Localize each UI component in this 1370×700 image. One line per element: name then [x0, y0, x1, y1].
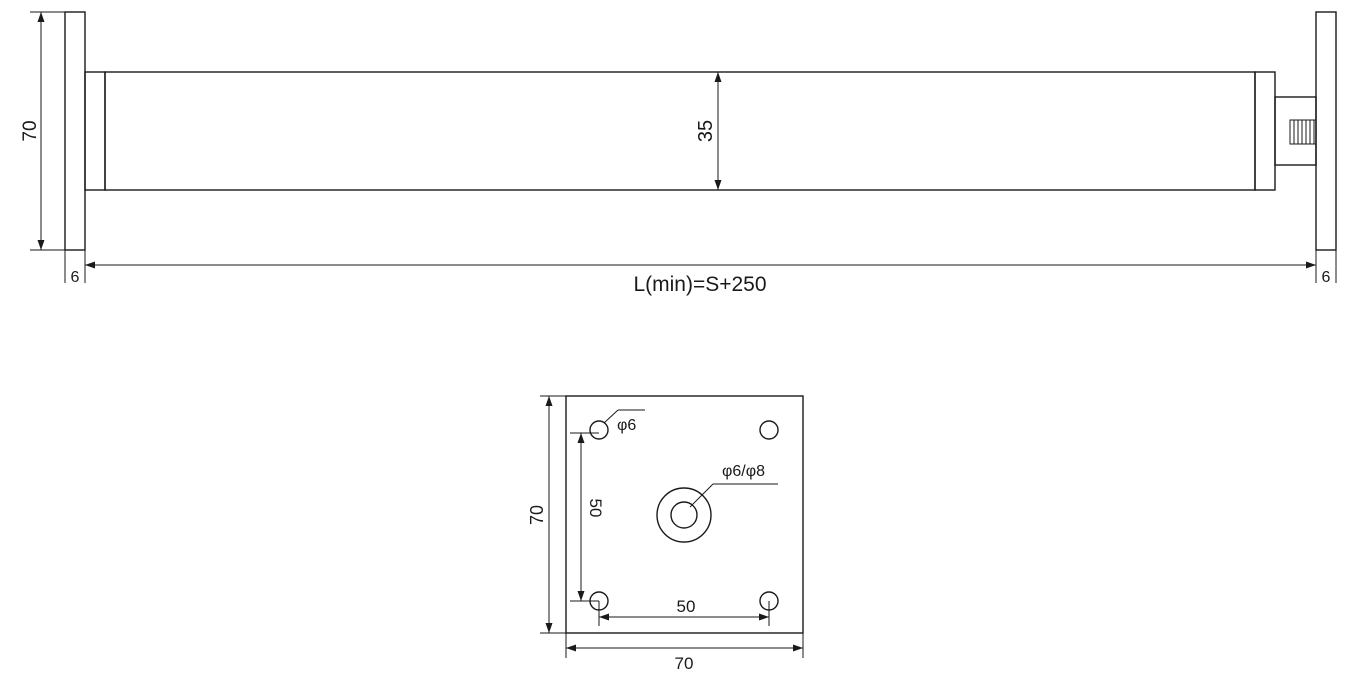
hole-top-left	[589, 420, 609, 440]
plate-outline	[565, 395, 804, 634]
left-plate-thickness-label: 6	[71, 269, 80, 286]
right-mounting-plate	[1315, 11, 1337, 251]
plate-view: φ6 φ6/φ8 70 50 50	[527, 395, 804, 673]
corner-hole-label: φ6	[617, 417, 636, 434]
height-label: 70	[20, 120, 41, 141]
hole-vertical-spacing-label: 50	[586, 499, 605, 518]
plate-height-label: 70	[527, 505, 547, 525]
hole-horizontal-spacing-dimension: 50	[598, 597, 770, 626]
hole-top-right	[759, 420, 779, 440]
corner-hole-leader: φ6	[603, 409, 645, 434]
center-hole	[670, 501, 698, 529]
hole-horizontal-spacing-label: 50	[677, 597, 696, 616]
center-hole-leader: φ6/φ8	[689, 463, 778, 508]
right-end-cap	[1254, 71, 1276, 191]
main-tube	[104, 71, 1256, 191]
left-end-cap	[84, 71, 106, 191]
length-dimension: L(min)=S+250	[85, 261, 1316, 296]
center-boss	[656, 487, 712, 543]
right-plate-thickness-label: 6	[1322, 269, 1331, 286]
left-mounting-plate	[64, 11, 86, 251]
plate-width-label: 70	[675, 654, 694, 673]
plate-height-dimension: 70	[527, 395, 566, 634]
side-view: 70 35 6 6 L(min)=S+250	[20, 11, 1337, 296]
plate-width-dimension: 70	[565, 633, 804, 673]
tube-diameter-label: 35	[695, 120, 717, 142]
height-dimension: 70	[20, 11, 65, 251]
length-label: L(min)=S+250	[633, 273, 766, 296]
center-hole-label: φ6/φ8	[722, 463, 765, 480]
thread-detail	[1289, 119, 1317, 145]
hole-vertical-spacing-dimension: 50	[570, 432, 605, 602]
tube-diameter-dimension: 35	[695, 72, 722, 190]
